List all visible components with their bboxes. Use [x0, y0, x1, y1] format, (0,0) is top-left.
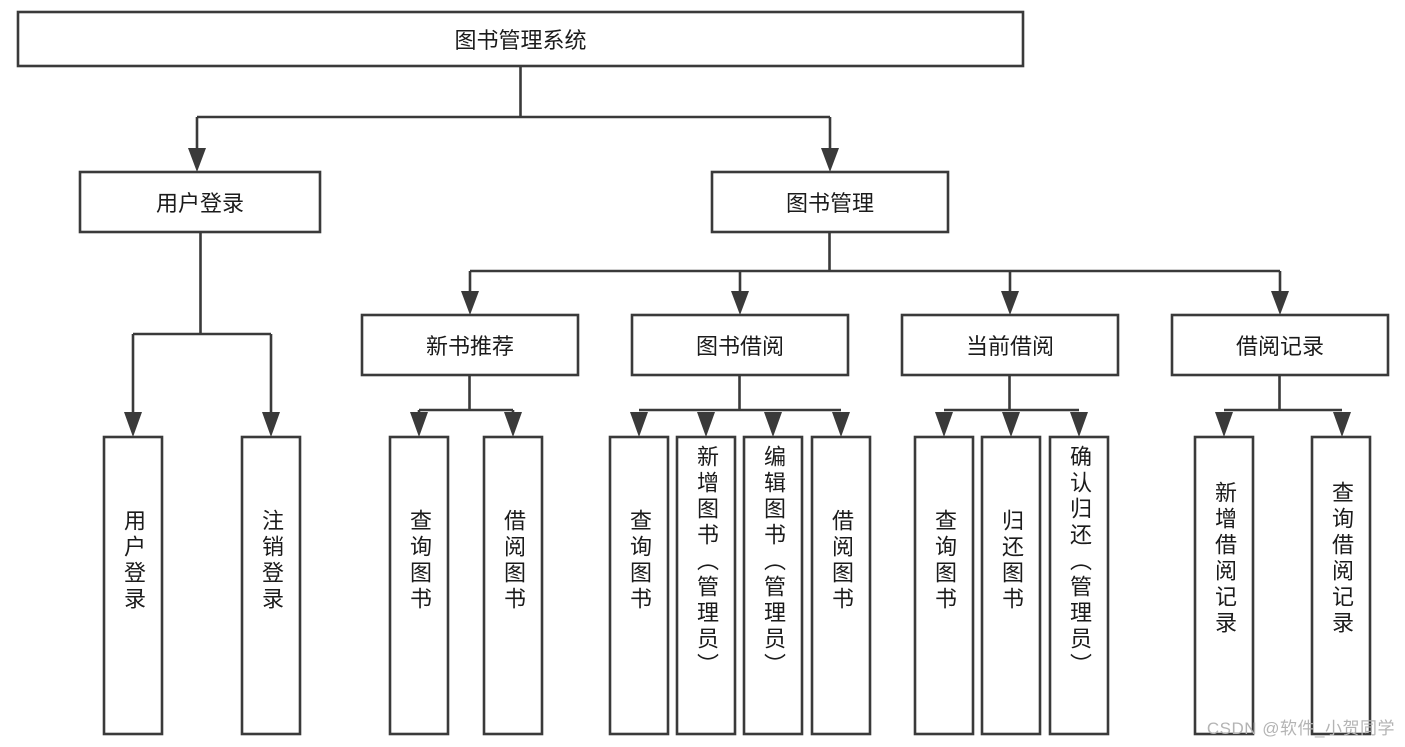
- arrow-borrowrecord-leaf-1: [1215, 412, 1233, 437]
- leaf-box-borrow-book-a[interactable]: [482, 435, 544, 736]
- leaf-box-confirm-return[interactable]: [1048, 435, 1110, 736]
- node-current-borrow-box[interactable]: [900, 313, 1120, 377]
- arrow-currentborrow-leaf-1: [935, 412, 953, 437]
- arrow-bookborrow-leaf-3: [764, 412, 782, 437]
- arrow-to-user-login: [188, 148, 206, 172]
- arrow-userlogin-leaf-2: [262, 412, 280, 437]
- arrow-to-borrow-record: [1271, 291, 1289, 315]
- leaf-box-edit-book-admin[interactable]: [742, 435, 804, 736]
- node-book-mgmt-box[interactable]: [710, 170, 950, 234]
- leaf-box-query-book-c[interactable]: [913, 435, 975, 736]
- arrow-bookborrow-leaf-4: [832, 412, 850, 437]
- connectors-group: [124, 66, 1351, 437]
- leaf-box-query-record[interactable]: [1310, 435, 1372, 736]
- leaf-box-logout[interactable]: [240, 435, 302, 736]
- arrow-to-current-borrow: [1001, 291, 1019, 315]
- arrow-bookborrow-leaf-2: [697, 412, 715, 437]
- arrow-newbook-leaf-2: [504, 412, 522, 437]
- csdn-watermark: CSDN @软件_小贺同学: [1206, 719, 1395, 738]
- leaf-box-borrow-book-b[interactable]: [810, 435, 872, 736]
- arrow-currentborrow-leaf-2: [1002, 412, 1020, 437]
- node-root-box[interactable]: [16, 10, 1025, 68]
- arrow-borrowrecord-leaf-2: [1333, 412, 1351, 437]
- arrow-to-book-borrow: [731, 291, 749, 315]
- arrow-currentborrow-leaf-3: [1070, 412, 1088, 437]
- leaf-box-return-book[interactable]: [980, 435, 1042, 736]
- arrow-bookborrow-leaf-1: [630, 412, 648, 437]
- node-book-borrow-box[interactable]: [630, 313, 850, 377]
- arrow-to-book-mgmt: [821, 148, 839, 172]
- leaf-box-query-book-b[interactable]: [608, 435, 670, 736]
- boxes-group: [16, 10, 1390, 736]
- arrow-to-new-book-rec: [461, 291, 479, 315]
- arrow-newbook-leaf-1: [410, 412, 428, 437]
- leaf-box-user-login[interactable]: [102, 435, 164, 736]
- node-borrow-record-box[interactable]: [1170, 313, 1390, 377]
- leaf-box-add-record[interactable]: [1193, 435, 1255, 736]
- leaf-box-query-book-a[interactable]: [388, 435, 450, 736]
- leaf-box-add-book-admin[interactable]: [675, 435, 737, 736]
- node-user-login-box[interactable]: [78, 170, 322, 234]
- arrow-userlogin-leaf-1: [124, 412, 142, 437]
- node-new-book-rec-box[interactable]: [360, 313, 580, 377]
